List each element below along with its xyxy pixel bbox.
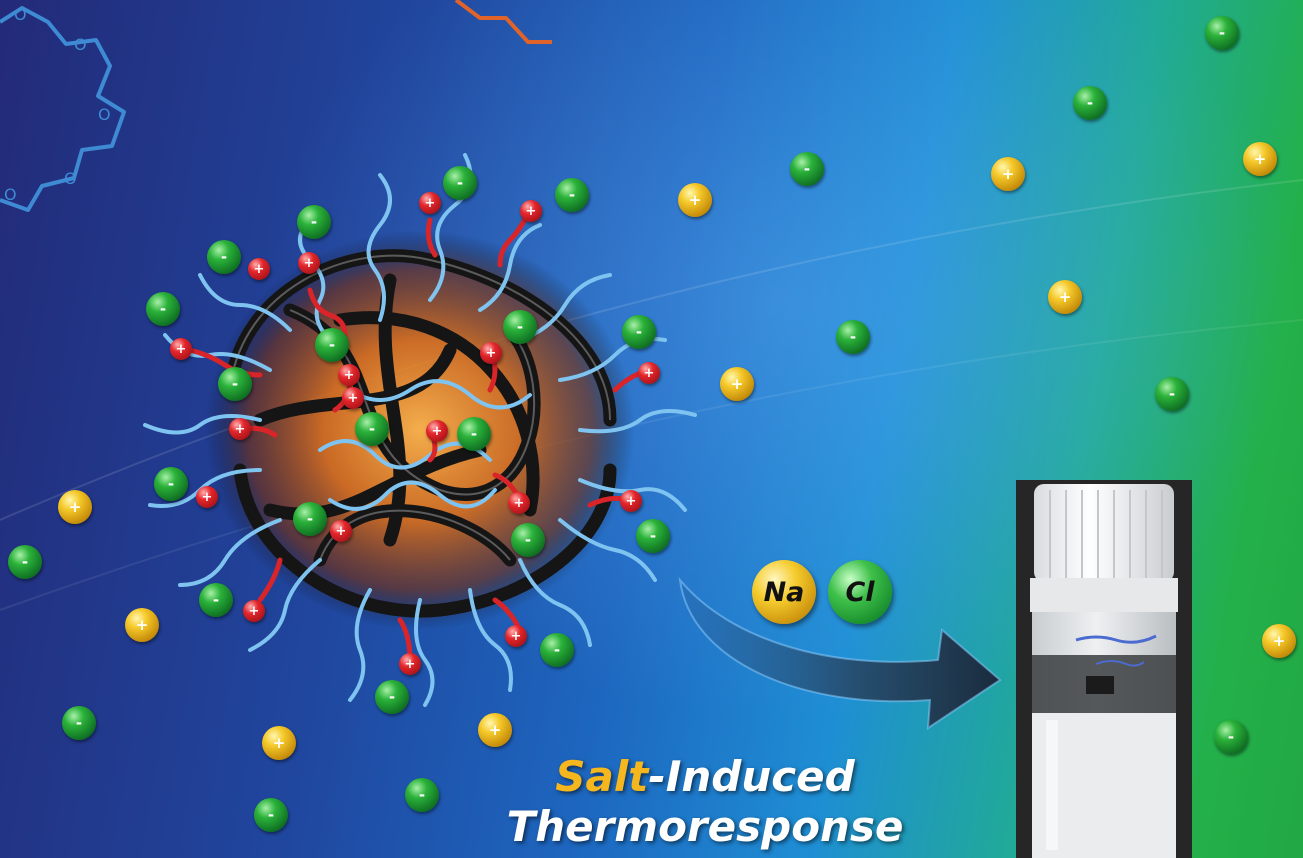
bound-cation: + (170, 338, 192, 360)
crown-ether-structure-icon: O O O O O (0, 5, 126, 212)
anion-ion: - (154, 467, 188, 501)
anion-ion: - (62, 706, 96, 740)
title-line-1: Salt-Induced (480, 752, 930, 802)
anion-ion: - (315, 328, 349, 362)
anion-ion: - (355, 412, 389, 446)
anion-ion: - (375, 680, 409, 714)
cation-ion: + (1048, 280, 1082, 314)
cover-title: Salt-Induced Thermoresponse (480, 752, 930, 852)
anion-ion: - (503, 310, 537, 344)
title-line-1-rest: -Induced (648, 752, 855, 801)
cation-ion: + (991, 157, 1025, 191)
anion-ion: - (790, 152, 824, 186)
svg-text:O: O (4, 185, 17, 204)
cation-ion: + (1262, 624, 1296, 658)
bound-cation: + (298, 252, 320, 274)
vial-photo (1016, 480, 1192, 858)
svg-text:O: O (14, 5, 27, 24)
bound-cation: + (330, 520, 352, 542)
bound-cation: + (338, 364, 360, 386)
anion-ion: - (405, 778, 439, 812)
svg-text:O: O (98, 105, 111, 124)
polymer-micelle-illustration (143, 153, 697, 707)
bound-cation: + (480, 342, 502, 364)
sodium-ion: Na (752, 560, 816, 624)
anion-ion: - (1073, 86, 1107, 120)
anion-ion: - (636, 519, 670, 553)
nacl-label: Na Cl (752, 560, 902, 624)
anion-ion: - (199, 583, 233, 617)
svg-text:O: O (64, 169, 77, 188)
anion-ion: - (218, 367, 252, 401)
anion-ion: - (254, 798, 288, 832)
cation-ion: + (720, 367, 754, 401)
bound-cation: + (399, 653, 421, 675)
bound-cation: + (620, 490, 642, 512)
svg-text:O: O (74, 35, 87, 54)
bound-cation: + (243, 600, 265, 622)
anion-ion: - (555, 178, 589, 212)
cation-ion: + (125, 608, 159, 642)
title-line-2: Thermoresponse (506, 802, 904, 851)
anion-ion: - (511, 523, 545, 557)
cation-ion: + (478, 713, 512, 747)
anion-ion: - (443, 166, 477, 200)
title-highlight: Salt (555, 752, 649, 801)
anion-ion: - (146, 292, 180, 326)
chloride-ion: Cl (828, 560, 892, 624)
cation-ion: + (1243, 142, 1277, 176)
bound-cation: + (520, 200, 542, 222)
bound-cation: + (426, 420, 448, 442)
bound-cation: + (508, 492, 530, 514)
bound-cation: + (248, 258, 270, 280)
cation-ion: + (262, 726, 296, 760)
anion-ion: - (8, 545, 42, 579)
anion-ion: - (1205, 16, 1239, 50)
curved-arrow-icon (678, 576, 1002, 730)
anion-ion: - (457, 417, 491, 451)
anion-ion: - (297, 205, 331, 239)
anion-ion: - (1214, 720, 1248, 754)
bound-cation: + (196, 486, 218, 508)
anion-ion: - (622, 315, 656, 349)
bound-cation: + (505, 625, 527, 647)
anion-ion: - (1155, 377, 1189, 411)
bound-cation: + (419, 192, 441, 214)
cation-ion: + (678, 183, 712, 217)
anion-ion: - (540, 633, 574, 667)
bound-cation: + (638, 362, 660, 384)
bound-cation: + (342, 387, 364, 409)
anion-ion: - (836, 320, 870, 354)
anion-ion: - (207, 240, 241, 274)
alkyl-chain-icon (454, 0, 552, 44)
anion-ion: - (293, 502, 327, 536)
bound-cation: + (229, 418, 251, 440)
cation-ion: + (58, 490, 92, 524)
